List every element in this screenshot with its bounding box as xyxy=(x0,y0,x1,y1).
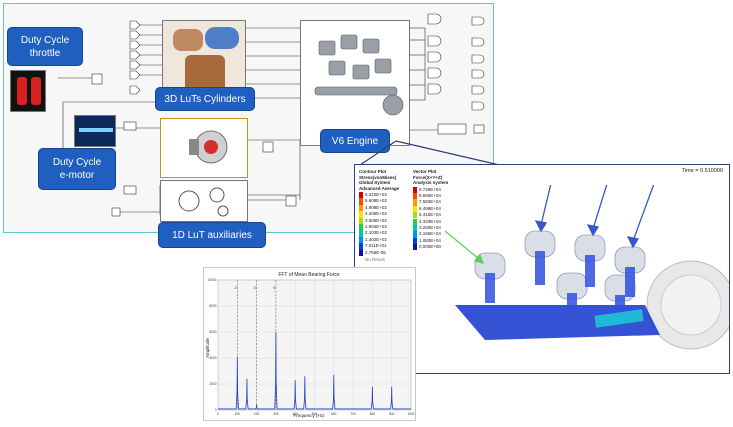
fft-y-axis-label: Amplitude xyxy=(205,338,210,359)
fft-x-tick: 400 xyxy=(293,412,299,416)
fft-y-tick: 6000 xyxy=(209,330,216,334)
e-motor-block[interactable] xyxy=(160,118,248,178)
vector-legend-value: 1.083E+04 xyxy=(419,237,441,243)
luts-cylinders-callout: 3D LuTs Cylinders xyxy=(155,87,255,111)
fft-harmonic-label: 2x xyxy=(253,286,257,290)
contour-legend-header-1: Stress(vonMises) xyxy=(359,174,397,180)
contour-legend-swatch xyxy=(359,192,363,199)
vector-legend-swatch xyxy=(413,186,417,193)
fft-x-tick: 1000 xyxy=(407,412,414,416)
vector-legend-value: 2.166E+04 xyxy=(419,231,441,237)
contour-legend-swatch xyxy=(359,198,363,205)
throttle-pedal-image xyxy=(10,70,46,112)
contour-legend-swatch xyxy=(359,224,363,231)
vector-legend-header-0: Vector Plot xyxy=(413,169,437,174)
fft-chart-panel: FFT of Mean Bearing Force Frequency (Hz)… xyxy=(203,267,416,421)
fft-y-tick: 10000 xyxy=(208,278,217,282)
fft-y-tick: 2000 xyxy=(209,382,216,386)
fft-y-tick: 4000 xyxy=(209,356,216,360)
vector-legend-swatch xyxy=(413,205,417,213)
contour-legend-swatch xyxy=(359,217,363,224)
vector-legend-value: 3.250E+04 xyxy=(419,224,441,230)
cylinder-head-image xyxy=(173,29,203,51)
duty-cycle-emotor-callout: Duty Cycle e-motor xyxy=(38,148,116,190)
fft-x-tick: 700 xyxy=(350,412,356,416)
vector-legend-swatch xyxy=(413,224,417,232)
vector-legend-swatch xyxy=(413,199,417,206)
contour-legend-swatch xyxy=(359,249,363,256)
contour-legend-value: 4.206E+02 xyxy=(365,211,387,217)
auxiliaries-block[interactable] xyxy=(160,180,248,222)
vector-legend-value: 0.000E+00 xyxy=(419,244,441,250)
vector-legend-value: 9.749E+04 xyxy=(419,186,441,192)
vector-legend-value: 7.583E+04 xyxy=(419,199,441,205)
contour-legend-swatch xyxy=(359,236,363,244)
contour-legend-header-2: Global System xyxy=(359,180,391,185)
fft-x-tick: 800 xyxy=(370,412,376,416)
vector-legend-swatch xyxy=(413,244,417,251)
cylinder-flow-image xyxy=(205,27,239,49)
v6-engine-callout: V6 Engine xyxy=(320,129,390,153)
fft-x-tick: 600 xyxy=(331,412,337,416)
fft-chart-title: FFT of Mean Bearing Force xyxy=(278,272,340,278)
no-result-label: No Result xyxy=(365,257,385,262)
fft-chart: FFT of Mean Bearing Force Frequency (Hz)… xyxy=(205,272,415,418)
vector-legend-swatch xyxy=(413,218,417,225)
lut-auxiliaries-callout: 1D LuT auxiliaries xyxy=(158,222,266,248)
contour-legend-swatch xyxy=(359,230,363,237)
vector-legend-swatch xyxy=(413,192,417,200)
vector-legend-value: 5.416E+04 xyxy=(419,212,441,218)
time-label: Time = 0.510000 xyxy=(681,168,723,174)
duty-cycle-throttle-callout: Duty Cycle throttle xyxy=(7,27,83,66)
fft-x-tick: 200 xyxy=(254,412,260,416)
fft-harmonic-label: 1x xyxy=(233,286,237,290)
cylinders-block[interactable] xyxy=(162,20,246,100)
fft-x-tick: 100 xyxy=(235,412,241,416)
contour-legend-header-3: Advanced Average xyxy=(359,185,400,191)
vector-legend-value: 6.499E+04 xyxy=(419,205,441,211)
contour-legend-value: 3.505E+02 xyxy=(365,217,387,223)
fft-harmonic-label: 3x xyxy=(272,286,276,290)
engine-stress-render xyxy=(445,185,729,350)
contour-legend-value: 5.609E+02 xyxy=(365,198,387,204)
contour-legend-swatch xyxy=(359,243,363,250)
fft-x-tick: 500 xyxy=(312,412,318,416)
e-motor-icon xyxy=(189,130,228,164)
contour-legend-value: 2.755E-05 xyxy=(365,249,386,255)
crankshaft-icon xyxy=(314,34,404,116)
contour-legend-value: 5.310E+02 xyxy=(365,192,387,197)
e-motor-screen-image xyxy=(74,115,116,147)
contour-legend-swatch xyxy=(359,211,363,218)
contour-legend-value: 2.804E+02 xyxy=(365,224,387,229)
vector-legend-swatch xyxy=(413,237,417,245)
v6-engine-block[interactable] xyxy=(300,20,410,146)
contour-legend-header-0: Contour Plot xyxy=(359,169,387,174)
fft-x-tick: 0 xyxy=(217,412,219,416)
fft-x-tick: 300 xyxy=(273,412,279,416)
vector-legend-header-2: Analysis system xyxy=(413,180,449,185)
fft-x-tick: 900 xyxy=(389,412,395,416)
fft-y-tick: 8000 xyxy=(209,304,216,308)
crankshaft-shape xyxy=(455,305,660,340)
contour-legend-value: 7.011E+01 xyxy=(365,243,387,249)
fft-x-axis-label: Frequency (Hz) xyxy=(293,413,325,418)
vector-legend-swatch xyxy=(413,231,417,238)
contour-legend-value: 2.103E+02 xyxy=(365,230,387,236)
belt-drive-icon xyxy=(178,187,229,217)
vector-legend-value: 4.333E+04 xyxy=(419,218,441,224)
fft-series-line xyxy=(218,331,411,410)
vector-legend-value: 8.666E+04 xyxy=(419,192,441,198)
contour-legend-value: 4.908E+02 xyxy=(365,204,387,210)
vector-legend-header-1: Force(X+Y+Z) xyxy=(413,174,443,180)
contour-legend-swatch xyxy=(359,204,363,212)
vector-legend-swatch xyxy=(413,212,417,219)
contour-legend-value: 1.402E+02 xyxy=(365,236,387,242)
fft-y-tick: 0 xyxy=(215,408,217,412)
